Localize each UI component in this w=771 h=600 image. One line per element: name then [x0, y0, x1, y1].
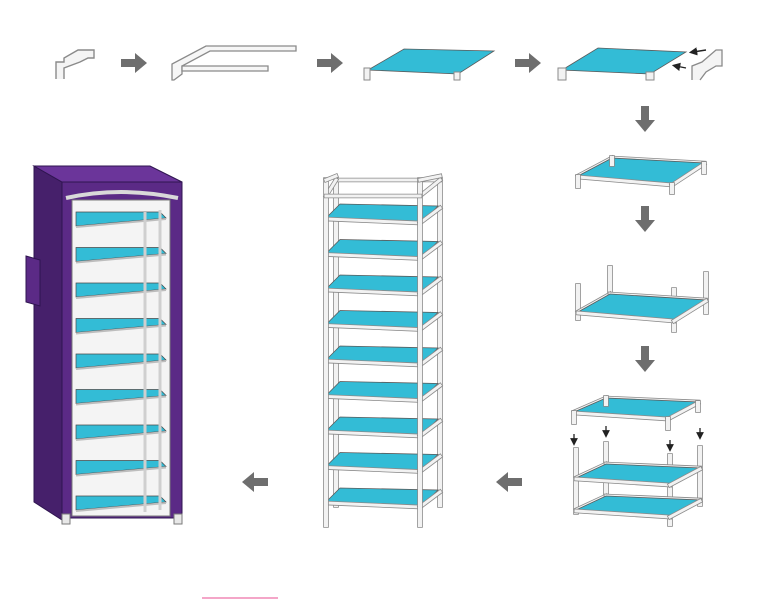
step-3-shelf-panel [363, 48, 496, 81]
shelf-foot [363, 67, 371, 81]
rack-foot [61, 513, 71, 525]
arrow-right-icon [515, 53, 541, 73]
cover-side [33, 165, 63, 521]
small-down-arrow-icon [688, 47, 707, 56]
connector-part [55, 49, 95, 79]
arrow-down-icon [635, 106, 655, 132]
arrow-down-icon [635, 346, 655, 372]
rolled-flap [65, 190, 179, 200]
rail-back [171, 45, 297, 81]
pink-mark [202, 597, 278, 599]
shelf-panel [560, 47, 688, 75]
step-5-shelf-feet [574, 154, 708, 195]
shelf-foot [557, 67, 567, 81]
step-6-shelf-posts [574, 265, 710, 333]
arrow-left-icon [496, 472, 522, 492]
small-down-arrow-icon [671, 62, 687, 71]
step-9-covered-rack [25, 165, 183, 525]
step-7-stacking-tiers [570, 394, 704, 527]
side-pocket [25, 255, 41, 307]
arrow-down-icon [635, 206, 655, 232]
step-1-corner-connector [55, 49, 95, 79]
step-2-rail-frame [171, 45, 297, 81]
shelf-foot [645, 71, 655, 81]
arrow-left-icon [242, 472, 268, 492]
arrow-right-icon [317, 53, 343, 73]
connector-part [691, 49, 723, 81]
arrow-right-icon [121, 53, 147, 73]
step-8-assembled-frame [322, 173, 444, 528]
step-4-shelf-connector [557, 47, 723, 81]
shelf-foot [453, 71, 461, 81]
rail-front [181, 65, 269, 72]
shelf-panel [366, 48, 496, 75]
rack-foot [173, 513, 183, 525]
